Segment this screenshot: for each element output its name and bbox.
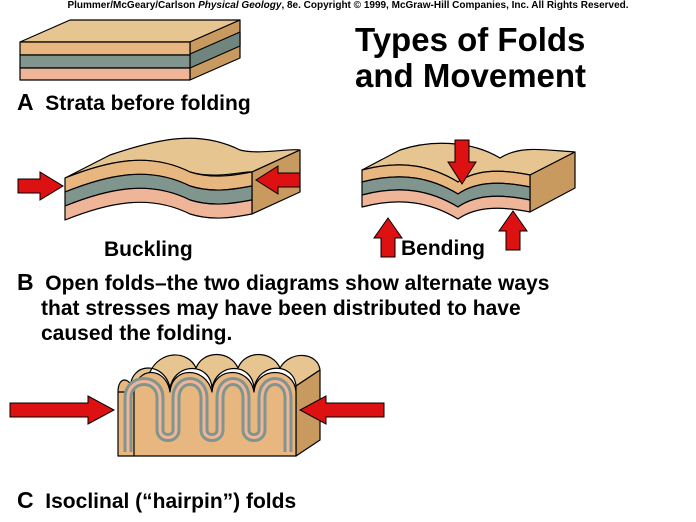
panel-a-letter: A [17, 89, 34, 115]
title-line-1: Types of Folds [355, 21, 586, 58]
copyright-notice: , 8e. Copyright © 1999, McGraw-Hill Comp… [281, 0, 629, 11]
bending-layer-salmon [361, 189, 531, 220]
buckling-layer-salmon [64, 187, 253, 221]
page-title: Types of Folds and Movement [355, 22, 586, 94]
isoclinal-right-arrow [298, 395, 385, 425]
panel-b-caption: B Open folds–the two diagrams show alter… [17, 270, 549, 346]
isoclinal-salmon-band [126, 380, 290, 452]
buckling-right-arrow [255, 165, 301, 195]
bending-bottom-left-arrow [373, 217, 403, 258]
bending-bottom-right-arrow [498, 210, 528, 251]
bending-label: Bending [401, 237, 485, 260]
panel-c-caption: C Isoclinal (“hairpin”) folds [17, 488, 296, 514]
copyright-book-title: Physical Geology [198, 0, 282, 11]
panel-c-text: Isoclinal (“hairpin”) folds [45, 490, 297, 513]
panel-b-text-line-2: that stresses may have been distributed … [41, 297, 521, 320]
isoclinal-left-arrow [9, 395, 116, 425]
flat-layer-salmon [19, 67, 191, 81]
isoclinal-fold-block [117, 354, 321, 457]
flat-layer-tan [19, 41, 191, 56]
panel-c-letter: C [17, 487, 34, 513]
copyright-authors: Plummer/McGeary/Carlson [67, 0, 196, 11]
buckling-left-arrow [17, 171, 64, 201]
copyright-line: Plummer/McGeary/Carlson Physical Geology… [0, 0, 696, 11]
panel-a-text: Strata before folding [45, 92, 251, 115]
title-line-2: and Movement [355, 57, 587, 94]
panel-b-text-line-1: Open folds–the two diagrams show alterna… [45, 272, 550, 295]
flat-strata-block [19, 19, 241, 81]
flat-layer-gray [19, 54, 191, 69]
panel-a-caption: A Strata before folding [17, 90, 251, 116]
bending-top-arrow [447, 139, 477, 185]
bending-block [361, 142, 576, 220]
panel-b-text-line-3: caused the folding. [41, 322, 233, 345]
panel-b-letter: B [17, 269, 34, 295]
buckling-label: Buckling [104, 238, 193, 261]
